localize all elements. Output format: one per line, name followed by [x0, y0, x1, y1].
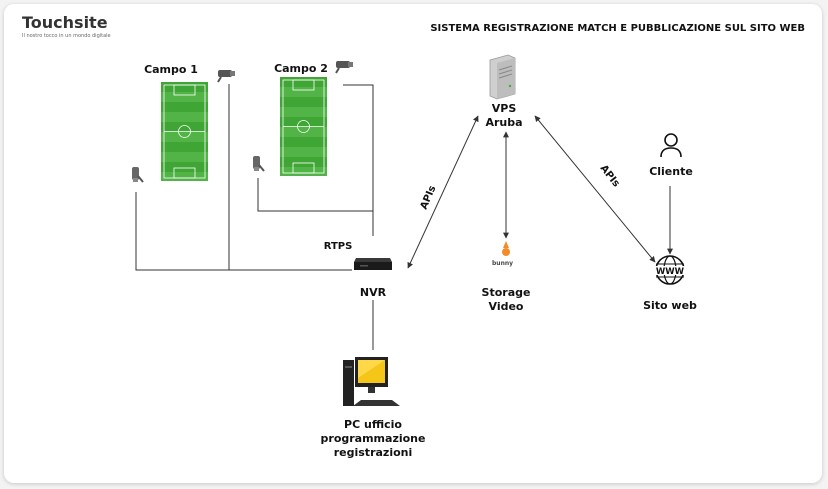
wire-cam2-right — [343, 84, 374, 236]
cliente-label: Cliente — [649, 165, 693, 178]
diagram-title: SISTEMA REGISTRAZIONE MATCH E PUBBLICAZI… — [430, 23, 805, 34]
vps-label-line1: VPS — [492, 102, 517, 115]
globe-icon: WWW — [653, 255, 687, 285]
nvr-icon — [354, 258, 392, 270]
vps-label-line2: Aruba — [485, 116, 522, 129]
campo1-label: Campo 1 — [144, 63, 198, 76]
arrow-nvr-vps — [407, 115, 479, 269]
pc-label-line1: PC ufficio — [344, 418, 402, 431]
api-arrows — [407, 115, 673, 269]
brand-tagline: Il nostro tocco in un mondo digitale — [22, 33, 111, 39]
camera-icon-campo1-top — [217, 70, 235, 83]
bunny-logo-text: bunny — [492, 260, 513, 267]
wire-cam2-left — [257, 178, 374, 236]
camera-icon-campo1-left — [132, 167, 144, 183]
camera-icon-campo2-top — [335, 61, 353, 74]
storage-label-line2: Video — [489, 300, 524, 313]
campo2-label: Campo 2 — [274, 62, 328, 75]
apis-label-left: APIs — [419, 184, 439, 211]
pc-label-line3: registrazioni — [334, 446, 413, 459]
architecture-diagram: Touchsite Il nostro tocco in un mondo di… — [22, 13, 805, 459]
pc-label-line2: programmazione — [321, 432, 426, 445]
pc-icon — [343, 357, 400, 406]
field-icon-campo2 — [280, 77, 327, 176]
field-icon-campo1 — [161, 82, 208, 181]
apis-label-right: APIs — [598, 163, 622, 189]
touchsite-logo: Touchsite Il nostro tocco in un mondo di… — [22, 13, 111, 39]
camera-wiring — [135, 84, 374, 350]
rtps-label: RTPS — [324, 241, 353, 252]
nvr-label: NVR — [360, 286, 387, 299]
wire-cam1-left — [135, 192, 352, 271]
bunny-logo: bunny — [492, 241, 513, 267]
storage-label-line1: Storage — [482, 286, 531, 299]
user-icon — [660, 133, 682, 158]
camera-icon-campo2-left — [253, 156, 265, 172]
brand-name: Touchsite — [22, 13, 108, 32]
diagram-card: Touchsite Il nostro tocco in un mondo di… — [4, 4, 822, 483]
sito-label: Sito web — [643, 299, 697, 312]
server-icon — [489, 54, 516, 100]
arrow-vps-sito — [534, 115, 656, 263]
www-glyph: WWW — [656, 267, 685, 277]
